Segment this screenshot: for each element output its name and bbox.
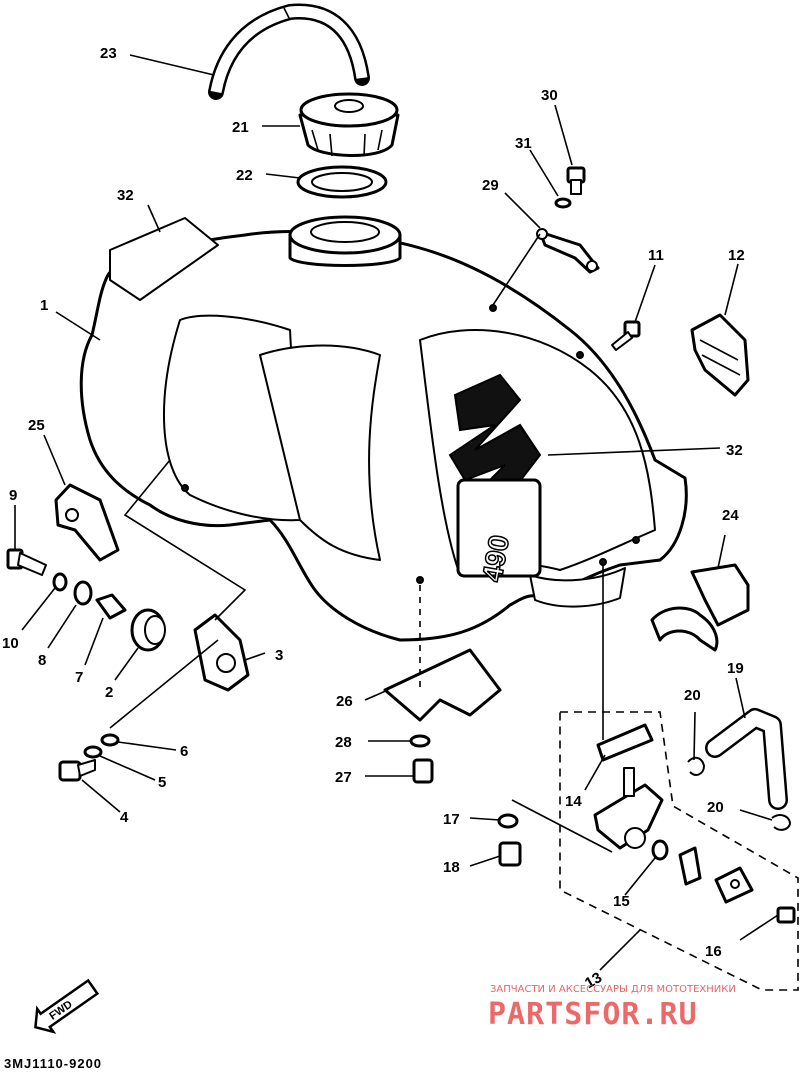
- callout-32-rear: 32: [117, 187, 134, 204]
- washer-part-6: [100, 733, 120, 747]
- clip-part-20-lower: [771, 814, 791, 831]
- callout-17: 17: [443, 811, 460, 828]
- fuel-cock-assembly-part-13: [559, 711, 799, 991]
- washer-part-17: [497, 813, 519, 829]
- callout-24: 24: [722, 507, 739, 524]
- callout-25: 25: [28, 417, 45, 434]
- damper-part-12: [690, 313, 750, 397]
- bolt-part-9: [6, 548, 47, 576]
- breather-hose-part-23: [208, 3, 370, 100]
- cap-gasket-part-22: [296, 165, 388, 199]
- o-ring-part-15: [651, 839, 669, 861]
- clip-part-20-upper: [687, 756, 705, 776]
- callout-12: 12: [728, 247, 745, 264]
- callout-20-lower: 20: [707, 799, 724, 816]
- bolt-part-27: [412, 758, 434, 784]
- callout-21: 21: [232, 119, 249, 136]
- callout-2: 2: [105, 684, 113, 701]
- callout-32-emblem: 32: [726, 442, 743, 459]
- bolt-part-18: [498, 841, 522, 867]
- collar-part-7: [95, 593, 127, 620]
- callout-15: 15: [613, 893, 630, 910]
- bracket-part-29: [536, 228, 600, 274]
- leader-lines: [14, 54, 779, 971]
- callout-6: 6: [180, 743, 188, 760]
- plate-part-26: [383, 648, 502, 722]
- bracket-part-24: [650, 563, 750, 652]
- site-watermark: ЗАПЧАСТИ И АКСЕССУАРЫ ДЛЯ МОТОТЕХНИКИ PA…: [488, 984, 736, 1032]
- fuel-hose-part-19: [705, 708, 788, 810]
- callout-16: 16: [705, 943, 722, 960]
- washer-part-28: [409, 734, 431, 748]
- bolt-part-4: [58, 759, 96, 782]
- callout-19: 19: [727, 660, 744, 677]
- watermark-tagline: ЗАПЧАСТИ И АКСЕССУАРЫ ДЛЯ МОТОТЕХНИКИ: [490, 984, 736, 995]
- callout-numbers: 23 21 22 32 1 30 31 29 11 12 32 25 9 10 …: [2, 45, 745, 992]
- callout-29: 29: [482, 177, 499, 194]
- watermark-brand: PARTSFOR.RU: [488, 997, 698, 1032]
- drawing-code: 3MJ1110-9200: [4, 1056, 102, 1071]
- forward-direction-marker: FWD: [34, 978, 100, 1034]
- callout-18: 18: [443, 859, 460, 876]
- callout-23: 23: [100, 45, 117, 62]
- callout-20-upper: 20: [684, 687, 701, 704]
- callout-11: 11: [648, 247, 664, 264]
- lever-plate: [714, 866, 754, 904]
- callout-4: 4: [120, 809, 129, 826]
- callout-1: 1: [40, 297, 48, 314]
- damper-part-2: [130, 608, 166, 652]
- fuel-cap-part-21: [298, 92, 400, 157]
- callout-13: 13: [582, 969, 605, 992]
- fuel-tank-part-1: [79, 215, 688, 642]
- callout-26: 26: [336, 693, 353, 710]
- callout-14: 14: [565, 793, 582, 810]
- screw-part-16: [776, 906, 796, 924]
- callout-28: 28: [335, 734, 352, 751]
- washer-part-10: [52, 572, 68, 592]
- tank-decal-rear-part-32: [109, 217, 219, 301]
- callout-30: 30: [541, 87, 558, 104]
- callout-3: 3: [275, 647, 283, 664]
- washer-part-8: [73, 580, 93, 606]
- tank-decal-emblem-part-32: 490: [448, 373, 542, 585]
- bolt-part-30: [566, 166, 586, 195]
- callout-5: 5: [158, 774, 166, 791]
- washer-part-5: [83, 745, 103, 759]
- callout-31: 31: [515, 135, 532, 152]
- washer-part-31: [554, 197, 572, 209]
- fuel-cock-body: [593, 767, 664, 850]
- callout-22: 22: [236, 167, 253, 184]
- bolt-part-11: [611, 320, 641, 351]
- gasket-fitting: [678, 846, 702, 886]
- callout-10: 10: [2, 635, 19, 652]
- callout-7: 7: [75, 669, 83, 686]
- bracket-part-3: [193, 613, 250, 692]
- filter-part-14: [596, 723, 654, 762]
- callout-9: 9: [9, 487, 17, 504]
- callout-27: 27: [335, 769, 352, 786]
- callout-8: 8: [38, 652, 46, 669]
- damper-part-25: [54, 483, 120, 562]
